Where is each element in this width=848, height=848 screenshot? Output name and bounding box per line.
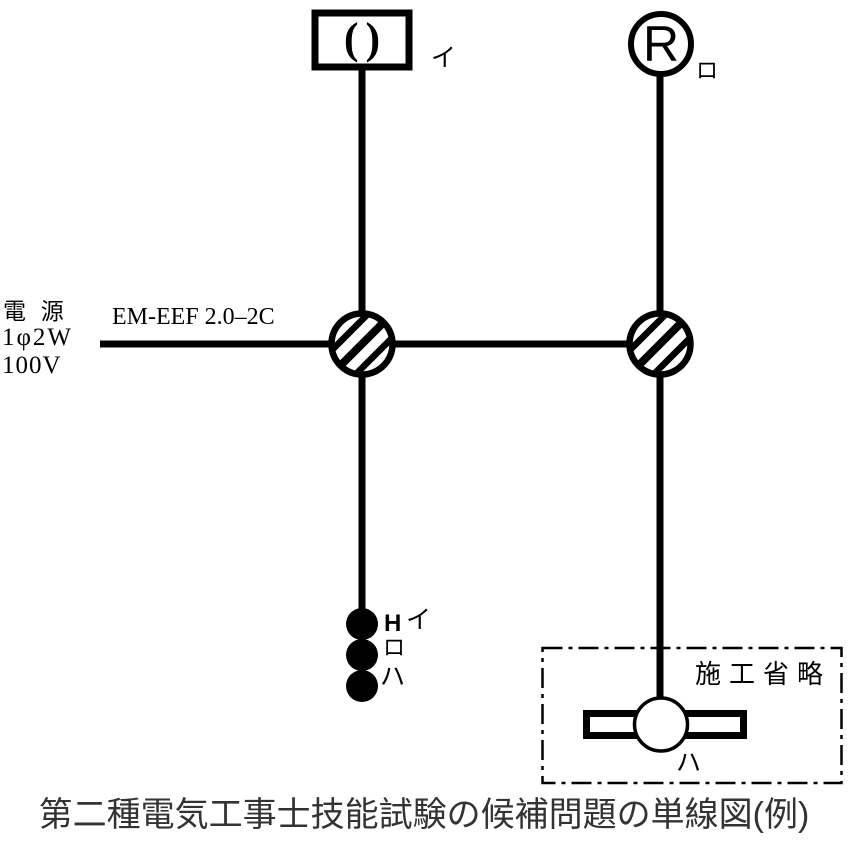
lamp-receptacle-letter: R (642, 15, 680, 72)
switch-circuit-label-1: イ (406, 607, 432, 634)
fluorescent-light-icon (583, 696, 747, 753)
cable-type-label: EM-EEF 2.0–2C (112, 304, 275, 330)
switch-dot-3-icon (346, 670, 378, 702)
ceiling-rosette-symbol: () (343, 13, 388, 63)
lamp-receptacle-circuit-label: ロ (696, 58, 719, 83)
ceiling-light-circuit-label: イ (431, 45, 457, 72)
ceiling-light-box-icon (311, 9, 413, 71)
diagram-caption: 第二種電気工事士技能試験の候補問題の単線図(例) (38, 796, 810, 834)
switch-dot-1-icon (346, 608, 378, 640)
omitted-section-border (541, 646, 843, 785)
switch-circuit-label-2: ロ (383, 635, 406, 660)
switch-circuit-label-3: ハ (380, 664, 406, 691)
junction-box-left-icon (328, 310, 396, 378)
switch-dot-2-icon (346, 639, 378, 671)
power-source-title: 電 源 (3, 299, 66, 324)
switch-type-mark: H (384, 610, 402, 637)
junction-box-right-icon (626, 310, 694, 378)
power-source-voltage: 100V (2, 352, 62, 379)
fluorescent-circuit-label: ハ (676, 750, 702, 777)
power-source-phase: 1φ2W (2, 324, 74, 351)
omitted-section-label: 施工省略 (695, 660, 832, 689)
lamp-receptacle-icon (628, 11, 694, 77)
